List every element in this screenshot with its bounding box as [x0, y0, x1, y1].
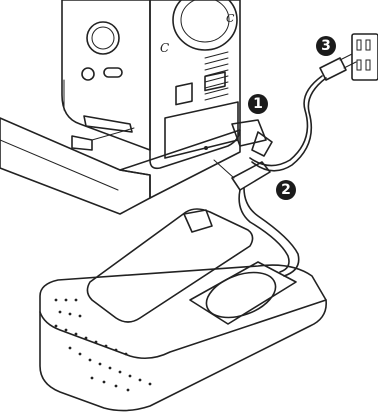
front-button-slot	[104, 68, 122, 77]
outlet-plate	[352, 34, 378, 80]
machine-side-letter: C	[160, 41, 169, 55]
machine-side-letter-2: C	[226, 12, 235, 25]
power-switch	[176, 83, 192, 104]
callout-1-label: 1	[253, 96, 263, 112]
callout-2-label: 2	[281, 182, 291, 198]
thread-lever	[84, 116, 132, 132]
callout-3-label: 3	[321, 38, 331, 54]
sewing-machine: C C	[0, 0, 240, 214]
callout-1: 1	[248, 94, 268, 114]
power-cord-plug	[232, 120, 266, 146]
wall-plug	[320, 58, 346, 80]
wall-outlet	[352, 34, 378, 80]
foot-control-plug	[232, 162, 270, 190]
base-grip-dots	[55, 299, 152, 392]
callout-3: 3	[316, 36, 336, 56]
machine-bed	[0, 118, 150, 214]
machine-socket-panel	[165, 102, 238, 158]
power-cord	[232, 54, 356, 171]
pedal-tab	[184, 210, 212, 232]
foot-control-socket	[204, 146, 208, 150]
callout-2: 2	[276, 180, 296, 200]
front-button-round	[82, 68, 94, 80]
foot-control-cord	[214, 160, 299, 276]
foot-control-pedal	[87, 209, 252, 322]
foot-control	[40, 209, 326, 411]
